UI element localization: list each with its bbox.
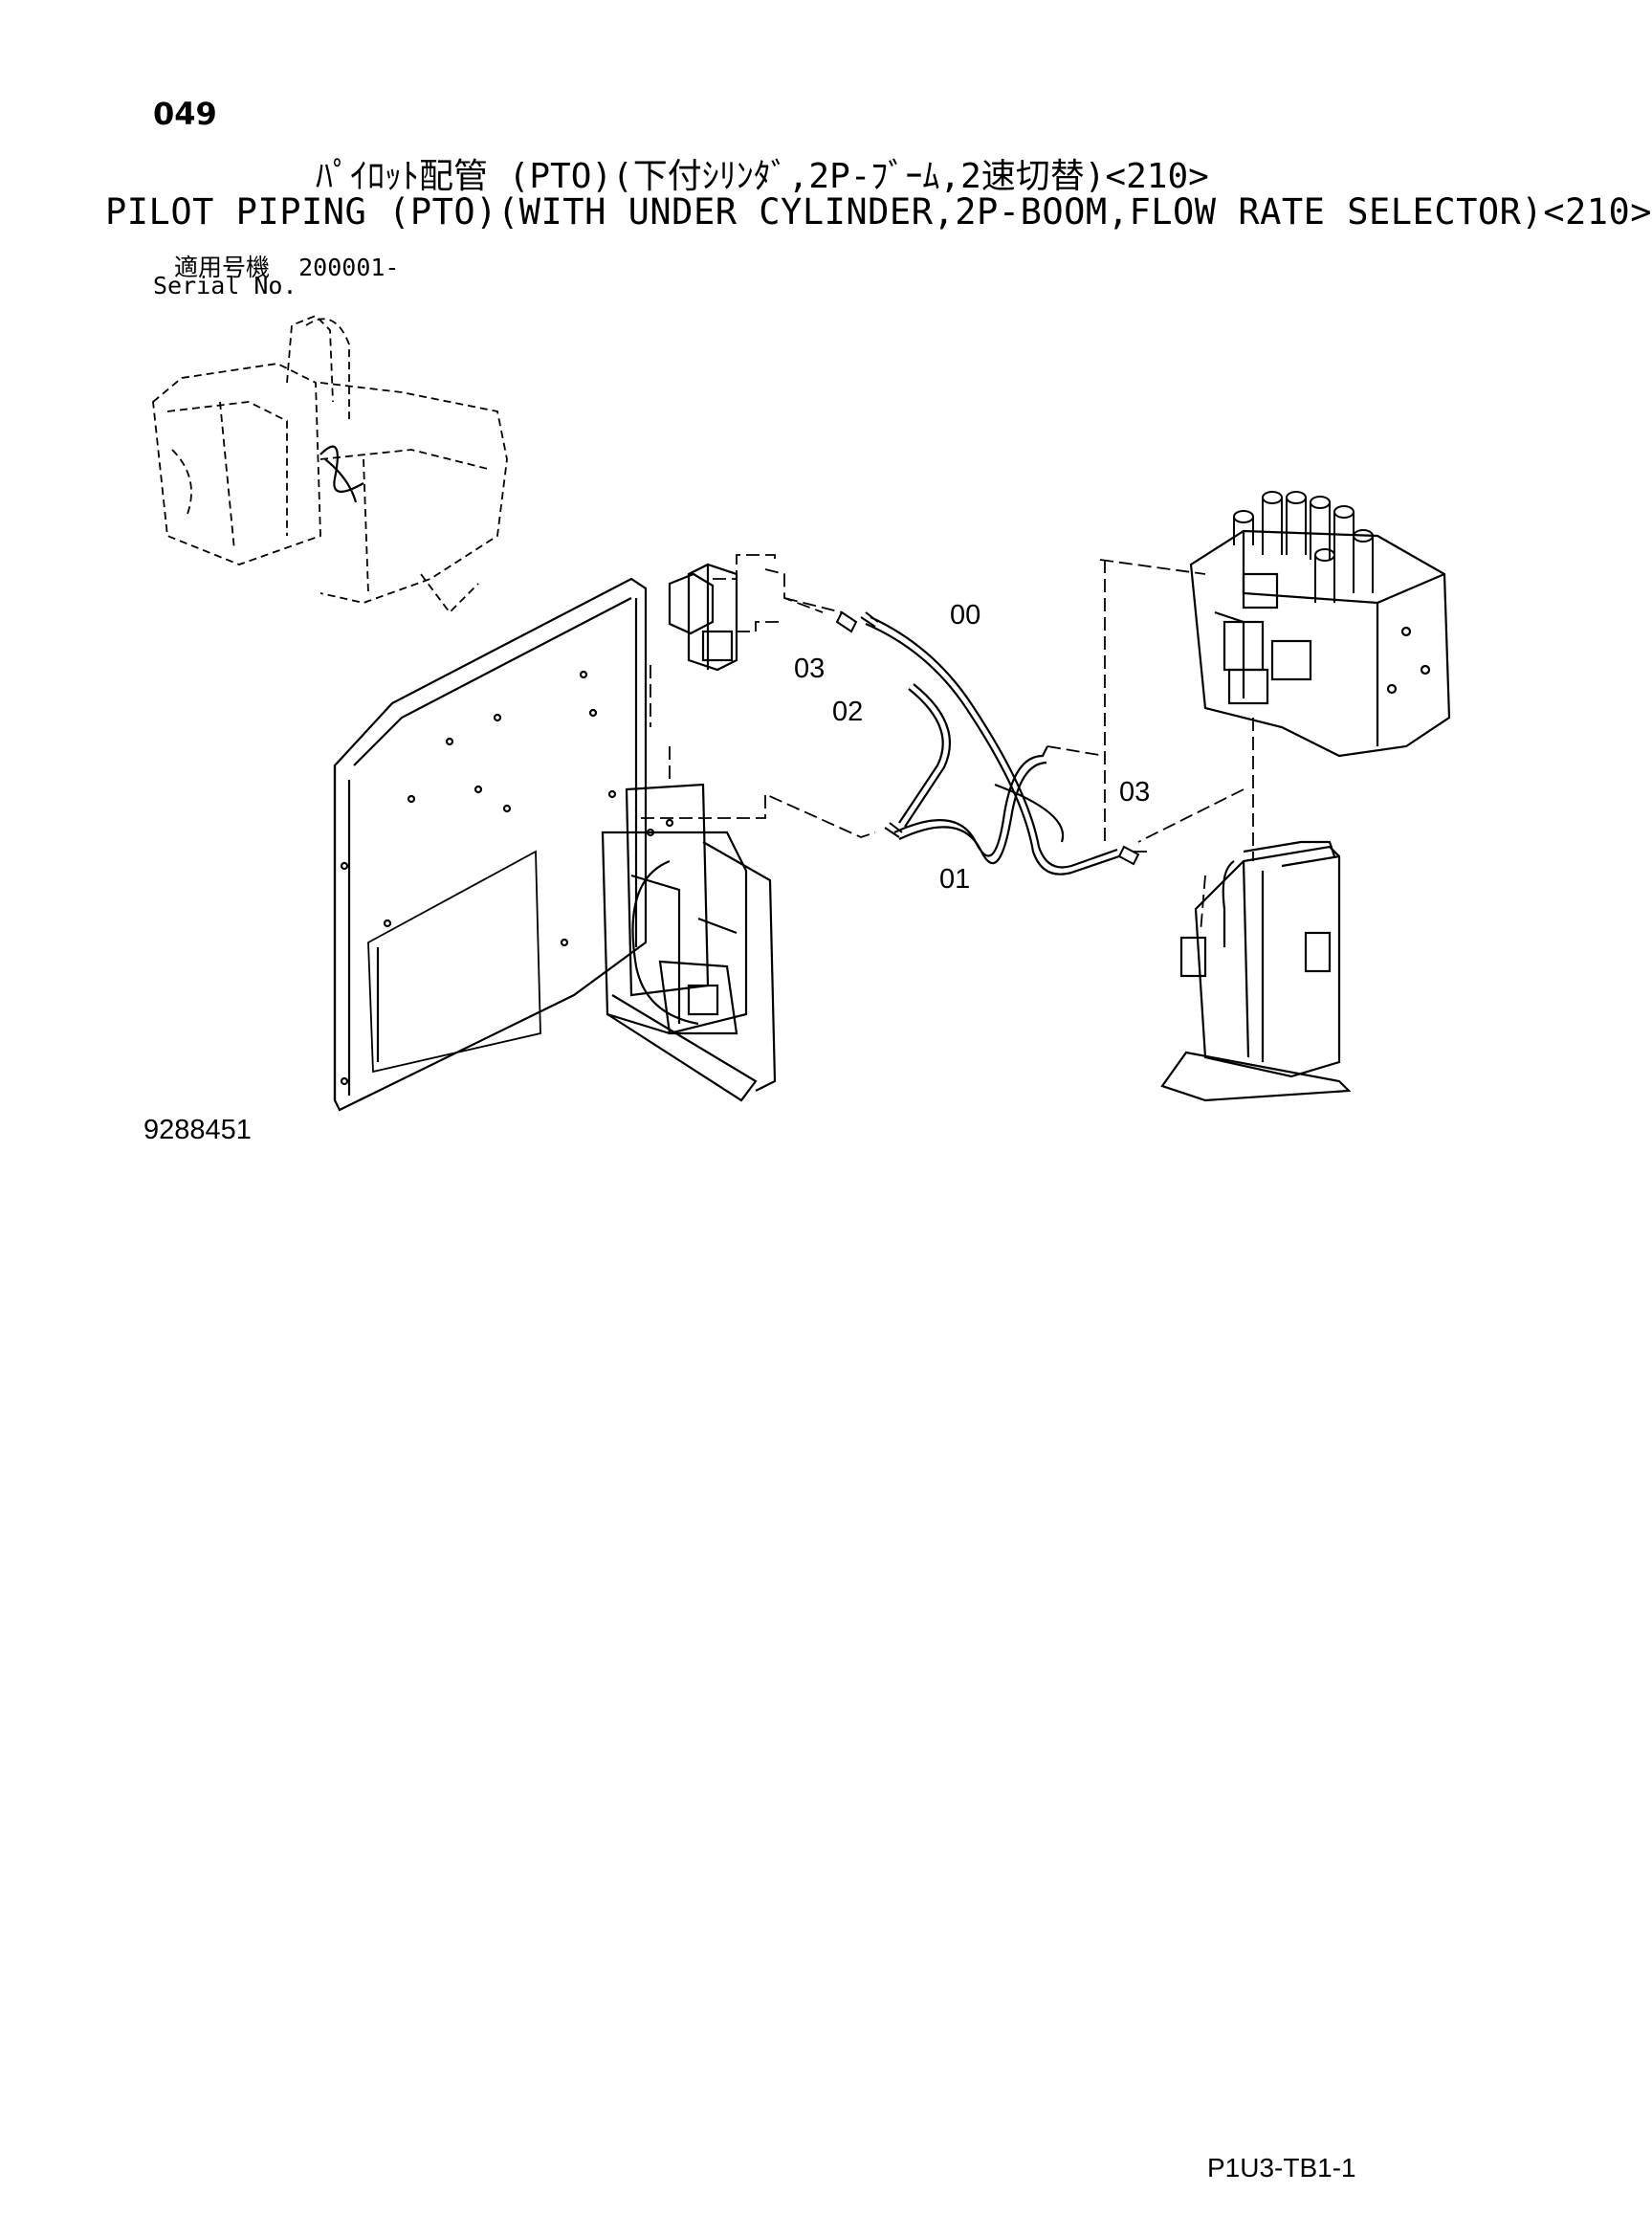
hose-01 [893,745,1065,865]
title-japanese: ﾊﾟｲﾛｯﾄ配管 (PTO)(下付ｼﾘﾝﾀﾞ,2P-ﾌﾞｰﾑ,2速切替)<210… [316,157,1209,196]
excavator-locator-icon [152,314,508,614]
callout-03-left: 03 [794,654,826,684]
page-number: 049 [153,96,217,132]
page-code: P1U3-TB1-1 [1207,2153,1356,2183]
control-valve-icon [1189,491,1451,758]
hose-02 [898,683,952,828]
frame-bracket-icon [1160,840,1352,1102]
locator-pipe-icon [319,445,364,503]
parts-diagram [152,314,1451,1112]
routing-lines [641,554,1254,934]
serial-line-jp: 適用号機 200001- [174,249,399,283]
panel-plate-icon [333,577,648,1112]
serial-value: 200001- [298,254,400,281]
callout-02: 02 [832,697,864,727]
callout-00: 00 [950,600,981,631]
valve-bracket-icon [601,783,777,1102]
serial-label-en: Serial No. [153,272,297,299]
drawing-number: 9288451 [143,1115,252,1145]
fitting-icon [835,610,1140,866]
callout-03-right: 03 [1119,777,1151,808]
callout-01: 01 [939,864,971,895]
hose-00 [865,616,1120,875]
title-english: PILOT PIPING (PTO)(WITH UNDER CYLINDER,2… [105,191,1652,233]
serial-label-jp: 適用号機 [174,254,271,281]
solenoid-valve-icon [668,563,738,672]
